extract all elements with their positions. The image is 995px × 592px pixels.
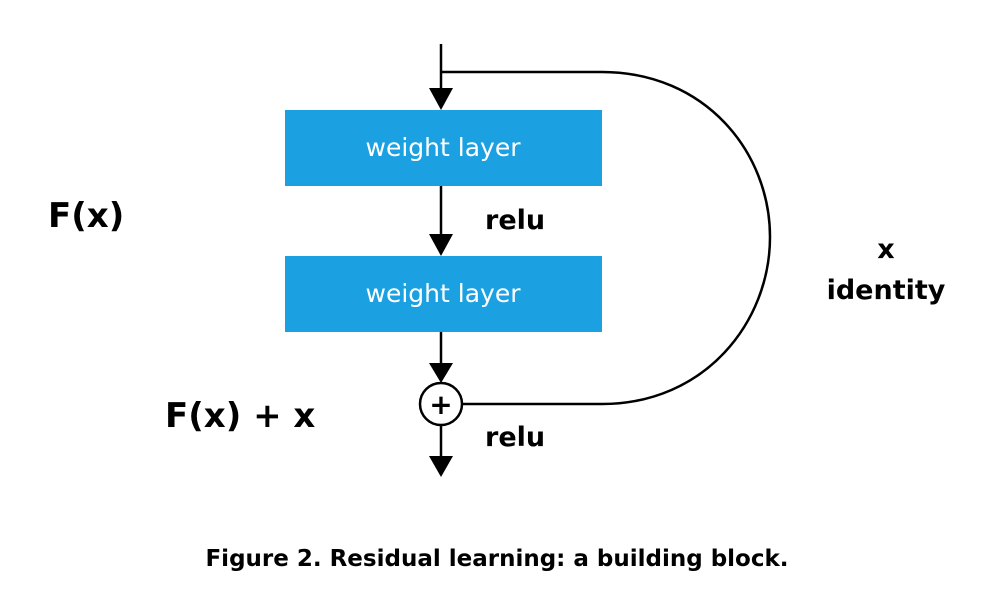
fx-label: F(x): [48, 196, 124, 236]
identity-skip-connection: [441, 70, 772, 406]
input-arrowhead: [429, 88, 453, 110]
fx-plus-x-label: F(x) + x: [165, 396, 315, 436]
identity-x-label: x: [877, 234, 894, 265]
identity-label: identity: [827, 275, 946, 306]
weight-layer-1-box: [285, 110, 602, 186]
to-sum-arrowhead: [429, 363, 453, 383]
sum-node-plus: +: [429, 388, 452, 421]
output-arrowhead: [429, 456, 453, 477]
middle-arrowhead: [429, 234, 453, 256]
figure-caption: Figure 2. Residual learning: a building …: [205, 546, 788, 572]
relu-top-label: relu: [485, 205, 545, 236]
weight-layer-1-label: weight layer: [366, 133, 522, 162]
relu-bottom-label: relu: [485, 422, 545, 453]
weight-layer-2-label: weight layer: [366, 279, 522, 308]
weight-layer-2-box: [285, 256, 602, 332]
